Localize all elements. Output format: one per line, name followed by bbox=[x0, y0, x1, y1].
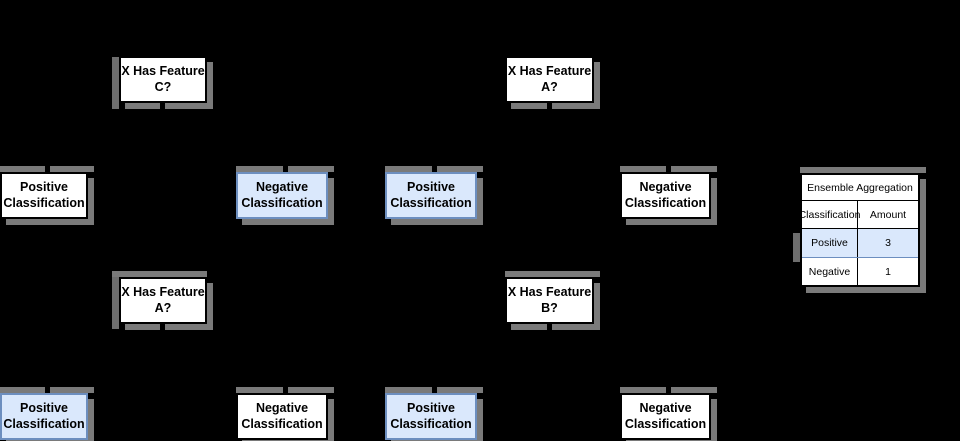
connector-shadow bbox=[793, 233, 800, 262]
connector-tick bbox=[282, 387, 288, 393]
leaf-node-negative: Negative Classification bbox=[236, 172, 328, 219]
connector-shadow bbox=[0, 387, 94, 393]
leaf-node-label: Positive Classification bbox=[390, 401, 472, 431]
decision-node-label: X Has Feature B? bbox=[507, 285, 592, 315]
connector-shadow bbox=[112, 277, 119, 329]
cell-amount: 3 bbox=[885, 237, 891, 249]
leaf-node-label: Negative Classification bbox=[241, 180, 323, 210]
column-header-amount: Amount bbox=[869, 208, 907, 221]
leaf-node-label: Negative Classification bbox=[624, 180, 707, 210]
connector-shadow bbox=[385, 166, 483, 172]
ensemble-aggregation-table: Ensemble Aggregation Classification Amou… bbox=[799, 173, 920, 287]
decision-node-label: X Has Feature C? bbox=[121, 64, 205, 94]
connector-shadow bbox=[236, 166, 334, 172]
decision-node-label: X Has Feature A? bbox=[507, 64, 592, 94]
connector-shadow bbox=[620, 387, 717, 393]
connector-tick bbox=[44, 166, 50, 172]
connector-tick bbox=[547, 324, 552, 332]
cell-classification: Positive bbox=[802, 229, 858, 257]
connector-shadow bbox=[800, 167, 926, 173]
connector-tick bbox=[282, 166, 288, 172]
decision-node-feature-a-2: X Has Feature A? bbox=[119, 277, 207, 324]
table-title: Ensemble Aggregation bbox=[807, 181, 913, 194]
connector-tick bbox=[666, 166, 671, 172]
leaf-node-positive: Positive Classification bbox=[0, 393, 88, 440]
decision-node-feature-b: X Has Feature B? bbox=[505, 277, 594, 324]
connector-tick bbox=[160, 324, 165, 332]
leaf-node-negative: Negative Classification bbox=[236, 393, 328, 440]
connector-tick bbox=[666, 387, 671, 393]
connector-tick bbox=[547, 103, 552, 111]
table-row-negative: Negative 1 bbox=[802, 258, 918, 285]
leaf-node-label: Negative Classification bbox=[624, 401, 707, 431]
connector-shadow bbox=[112, 57, 119, 109]
connector-shadow bbox=[236, 387, 334, 393]
connector-shadow bbox=[0, 166, 94, 172]
leaf-node-label: Positive Classification bbox=[3, 401, 85, 431]
leaf-node-negative: Negative Classification bbox=[620, 393, 711, 440]
column-header-classification: Classification bbox=[799, 201, 860, 228]
table-title-row: Ensemble Aggregation bbox=[802, 175, 918, 201]
connector-shadow bbox=[385, 387, 483, 393]
cell-amount: 1 bbox=[885, 265, 891, 278]
connector-tick bbox=[160, 103, 165, 111]
decision-node-feature-c: X Has Feature C? bbox=[119, 56, 207, 103]
decision-node-feature-a: X Has Feature A? bbox=[505, 56, 594, 103]
leaf-node-label: Positive Classification bbox=[390, 180, 472, 210]
table-header-row: Classification Amount bbox=[799, 201, 918, 229]
decision-node-label: X Has Feature A? bbox=[121, 285, 205, 315]
leaf-node-negative: Negative Classification bbox=[620, 172, 711, 219]
leaf-node-positive: Positive Classification bbox=[385, 172, 477, 219]
connector-shadow bbox=[620, 166, 717, 172]
connector-tick bbox=[431, 387, 437, 393]
connector-tick bbox=[44, 387, 50, 393]
connector-shadow bbox=[112, 271, 207, 277]
connector-shadow bbox=[505, 271, 600, 277]
leaf-node-label: Negative Classification bbox=[241, 401, 323, 431]
leaf-node-positive: Positive Classification bbox=[0, 172, 88, 219]
leaf-node-positive: Positive Classification bbox=[385, 393, 477, 440]
leaf-node-label: Positive Classification bbox=[3, 180, 85, 210]
cell-classification: Negative bbox=[802, 258, 858, 285]
connector-tick bbox=[431, 166, 437, 172]
table-row-positive: Positive 3 bbox=[802, 229, 918, 258]
